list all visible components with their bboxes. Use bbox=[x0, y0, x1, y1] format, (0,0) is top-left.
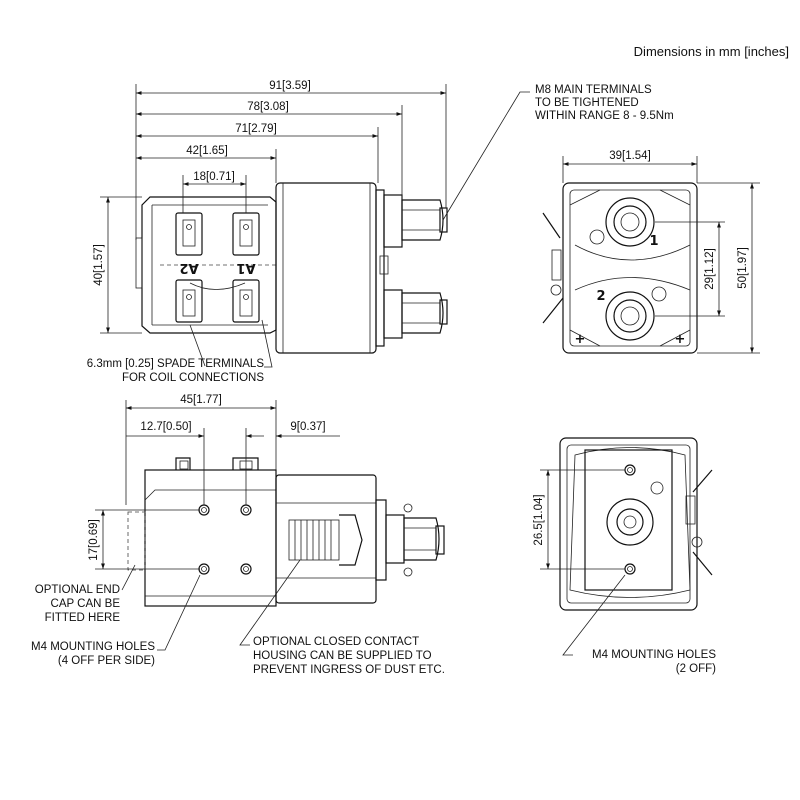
side-view-m8-terminal-icon bbox=[385, 503, 445, 577]
end-hole-top-icon bbox=[624, 464, 636, 476]
note-end-cap-line2: CAP CAN BE bbox=[51, 598, 121, 610]
side-view bbox=[127, 457, 445, 607]
end-view-terminals: 1 2 + + 39[1.54] 29[1.12] 50[1.97] bbox=[542, 150, 760, 354]
note-end-cap-line3: FITTED HERE bbox=[45, 612, 121, 624]
spade-terminal-lower-right-icon bbox=[232, 279, 260, 323]
top-view-notes: M8 MAIN TERMINALS TO BE TIGHTENED WITHIN… bbox=[87, 84, 674, 384]
dim-length-42: 42[1.65] bbox=[186, 145, 228, 157]
terminal-label-2: 2 bbox=[596, 289, 605, 304]
top-view-end-tab bbox=[135, 237, 143, 289]
note-end-holes-line1: M4 MOUNTING HOLES bbox=[592, 649, 716, 661]
m8-terminal-upper-icon bbox=[383, 194, 448, 248]
note-spade-line1: 6.3mm [0.25] SPADE TERMINALS bbox=[87, 358, 265, 370]
spade-terminal-a2-icon bbox=[175, 212, 203, 256]
top-view: A2 A1 bbox=[135, 182, 448, 354]
note-m8-line3: WITHIN RANGE 8 - 9.5Nm bbox=[535, 110, 674, 122]
end-view-coil-face bbox=[584, 449, 673, 591]
side-view-dimensions: 45[1.77] 12.7[0.50] 9[0.37] 17[0.69] bbox=[88, 394, 340, 570]
note-side-holes-line1: M4 MOUNTING HOLES bbox=[31, 641, 155, 653]
note-end-cap-line1: OPTIONAL END bbox=[35, 584, 120, 596]
dim-offset-9: 9[0.37] bbox=[290, 421, 325, 433]
coil-label-a2: A2 bbox=[179, 260, 198, 275]
end-view-terminal-icon bbox=[606, 498, 654, 546]
dim-hole-height: 17[0.69] bbox=[88, 519, 100, 561]
top-view-flange bbox=[375, 189, 385, 347]
side-view-notes: OPTIONAL END CAP CAN BE FITTED HERE M4 M… bbox=[31, 559, 445, 676]
coil-label-a1: A1 bbox=[236, 260, 255, 275]
plus-mark-right: + bbox=[675, 332, 686, 347]
dim-length-78: 78[3.08] bbox=[247, 101, 289, 113]
spade-terminal-a1-icon bbox=[232, 212, 260, 256]
note-housing-line3: PREVENT INGRESS OF DUST ETC. bbox=[253, 664, 445, 676]
dim-overall-length: 91[3.59] bbox=[269, 80, 311, 92]
side-view-contact-housing bbox=[275, 474, 377, 604]
m8-terminal-lower-icon bbox=[383, 289, 448, 339]
dim-width-39: 39[1.54] bbox=[609, 150, 651, 162]
note-m8-line1: M8 MAIN TERMINALS bbox=[535, 84, 652, 96]
dim-height-50: 50[1.97] bbox=[737, 247, 749, 289]
main-terminal-1-icon bbox=[605, 197, 655, 247]
note-housing-line1: OPTIONAL CLOSED CONTACT bbox=[253, 636, 419, 648]
side-mount-holes bbox=[198, 504, 252, 575]
end-view-housing bbox=[559, 437, 698, 611]
end-hole-bottom-icon bbox=[624, 563, 636, 575]
note-m8-line2: TO BE TIGHTENED bbox=[535, 97, 639, 109]
top-view-contact-housing bbox=[275, 182, 377, 354]
dim-end-hole-spacing: 26.5[1.04] bbox=[533, 494, 545, 545]
dim-mount-45: 45[1.77] bbox=[180, 394, 222, 406]
end-view-mounting: 26.5[1.04] M4 MOUNTING HOLES (2 OFF) bbox=[533, 437, 716, 675]
terminal-label-1: 1 bbox=[649, 234, 658, 249]
spade-terminal-lower-left-icon bbox=[175, 279, 203, 323]
note-side-holes-line2: (4 OFF PER SIDE) bbox=[58, 655, 155, 667]
contact-spring-icon bbox=[288, 514, 363, 566]
note-end-holes-line2: (2 OFF) bbox=[676, 663, 716, 675]
dim-length-71: 71[2.79] bbox=[235, 123, 277, 135]
dim-hole-pitch: 12.7[0.50] bbox=[140, 421, 191, 433]
note-housing-line2: HOUSING CAN BE SUPPLIED TO bbox=[253, 650, 432, 662]
note-spade-line2: FOR COIL CONNECTIONS bbox=[122, 372, 264, 384]
drawing-title: Dimensions in mm [inches] bbox=[634, 44, 789, 59]
dim-terminal-pitch: 18[0.71] bbox=[193, 171, 235, 183]
end-view-body bbox=[562, 182, 698, 354]
dim-body-height: 40[1.57] bbox=[93, 244, 105, 286]
dim-terminal-spacing: 29[1.12] bbox=[704, 248, 716, 290]
top-view-dimensions: 91[3.59] 78[3.08] 71[2.79] 42[1.65] 18[0… bbox=[93, 80, 447, 334]
plus-mark-left: + bbox=[575, 332, 586, 347]
main-terminal-2-icon bbox=[605, 291, 655, 341]
optional-end-cap-outline bbox=[127, 511, 146, 571]
